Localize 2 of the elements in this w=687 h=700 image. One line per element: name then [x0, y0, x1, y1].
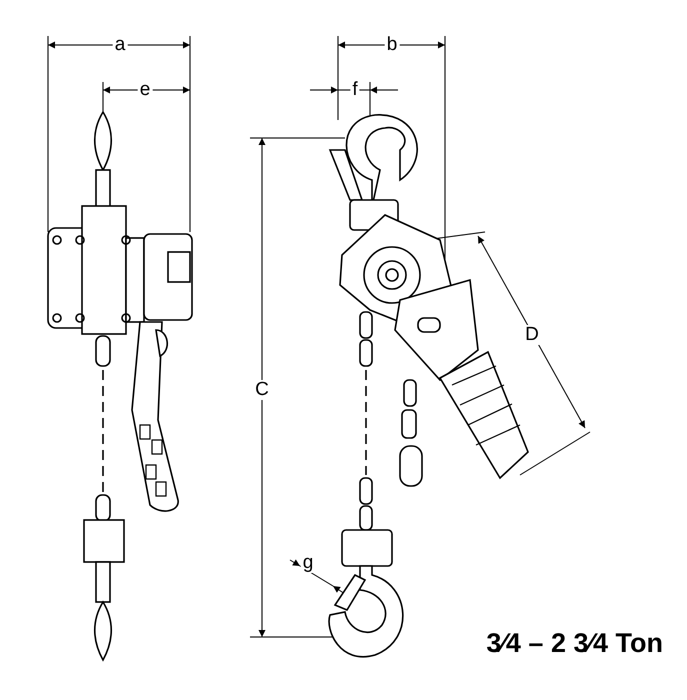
dimension-label: C: [253, 380, 271, 400]
capacity-caption: 3⁄4 – 2 3⁄4 Ton: [486, 628, 663, 659]
